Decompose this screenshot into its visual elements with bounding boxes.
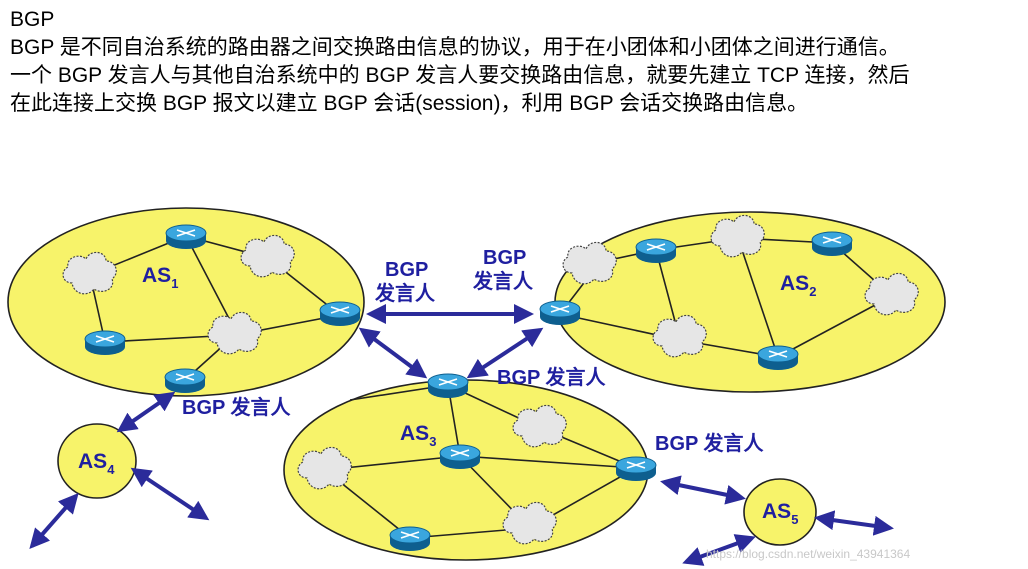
paragraph-line-2: 一个 BGP 发言人与其他自治系统中的 BGP 发言人要交换路由信息，就要先建立… [10, 64, 910, 87]
router-icon [615, 456, 657, 482]
speaker-label-as2-word: 发言人 [472, 269, 534, 293]
paragraph-line-3: 在此连接上交换 BGP 报文以建立 BGP 会话(session)，利用 BGP… [10, 92, 809, 115]
speaker-label-as2-bgp: BGP [483, 247, 526, 269]
heading: BGP [10, 8, 55, 31]
description-text: BGP BGP 是不同自治系统的路由器之间交换路由信息的协议，用于在小团体和小团… [10, 6, 1020, 118]
as4-ellipse [57, 423, 137, 499]
router-icon [811, 231, 853, 257]
paragraph-line-1: BGP 是不同自治系统的路由器之间交换路由信息的协议，用于在小团体和小团体之间进… [10, 36, 900, 59]
as5-label: AS5 [762, 500, 798, 527]
watermark: https://blog.csdn.net/weixin_43941364 [706, 547, 910, 561]
router-icon [427, 373, 469, 399]
as2-label: AS2 [780, 272, 816, 299]
speaker-label-as1-bottom: BGP 发言人 [182, 395, 292, 419]
as3-label: AS3 [400, 422, 436, 449]
as4-label: AS4 [78, 450, 115, 477]
router-icon [389, 526, 431, 552]
router-icon [635, 238, 677, 264]
router-icon [164, 368, 206, 394]
router-icon [165, 224, 207, 250]
bgp-arrows [29, 304, 894, 566]
router-icon [757, 345, 799, 371]
speaker-label-as1-bgp: BGP [385, 259, 428, 281]
router-icon [84, 330, 126, 356]
speaker-label-as3-right: BGP 发言人 [655, 431, 765, 455]
speaker-label-as3-top: BGP 发言人 [497, 365, 607, 389]
speaker-label-as1-word: 发言人 [374, 281, 436, 305]
router-icon [319, 301, 361, 327]
as1-label: AS1 [142, 264, 178, 291]
router-icon [539, 300, 581, 326]
router-icon [439, 444, 481, 470]
